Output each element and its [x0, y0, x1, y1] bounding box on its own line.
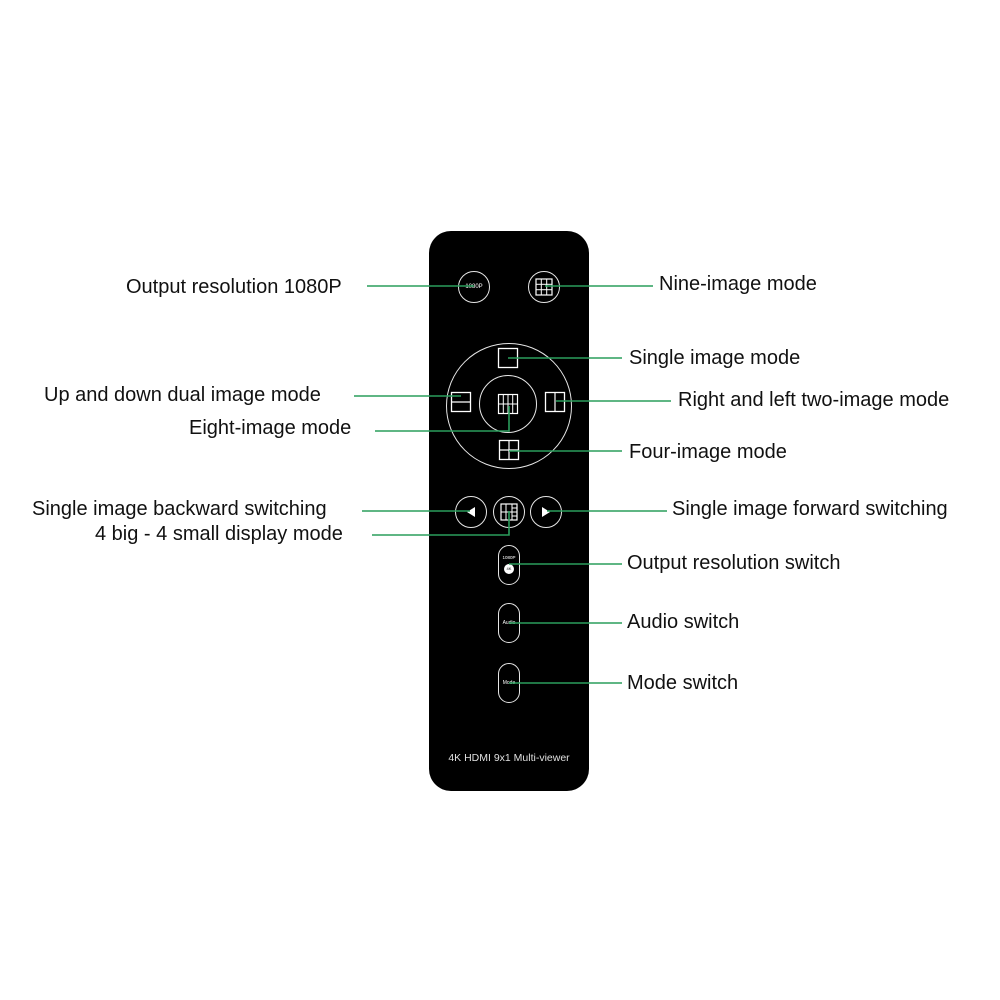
up-down-dual-image-button[interactable]: [450, 391, 472, 413]
label-four-big-four-small: 4 big - 4 small display mode: [95, 523, 343, 545]
four-image-mode-button[interactable]: [498, 439, 520, 461]
forward-switch-button[interactable]: [530, 496, 562, 528]
big-small-grid-icon: [500, 503, 518, 521]
label-up-down-dual: Up and down dual image mode: [44, 384, 321, 406]
four-big-four-small-button[interactable]: [493, 496, 525, 528]
remote-model-caption: 4K HDMI 9x1 Multi-viewer: [448, 752, 570, 764]
label-right-left-two: Right and left two-image mode: [678, 389, 950, 411]
label-forward: Single image forward switching: [672, 498, 948, 520]
audio-switch[interactable]: Audio: [498, 603, 520, 643]
label-mode-switch: Mode switch: [627, 672, 739, 694]
remote-control: 1080P: [429, 231, 589, 791]
res-top-label: 1080P: [502, 555, 516, 561]
label-nine-image: Nine-image mode: [659, 273, 817, 295]
nine-image-mode-button[interactable]: [528, 271, 560, 303]
label-eight-image: Eight-image mode: [189, 417, 352, 439]
nine-grid-icon: [535, 278, 553, 296]
four-grid-icon: [498, 439, 520, 461]
label-output-1080p: Output resolution 1080P: [126, 276, 342, 298]
res-bottom-label: 4K: [506, 566, 512, 572]
output-1080p-button[interactable]: 1080P: [458, 271, 490, 303]
vertical-split-icon: [544, 391, 566, 413]
eight-grid-icon: [497, 393, 519, 415]
single-frame-icon: [497, 347, 519, 369]
single-image-mode-button[interactable]: [497, 347, 519, 369]
mode-label: Mode: [502, 679, 516, 686]
label-audio-switch: Audio switch: [627, 611, 740, 633]
output-resolution-switch[interactable]: 1080P 4K: [498, 545, 520, 585]
right-triangle-icon: [542, 507, 550, 517]
eight-image-mode-button[interactable]: [479, 375, 537, 433]
output-1080p-button-label: 1080P: [465, 284, 483, 290]
label-four-image: Four-image mode: [629, 441, 787, 463]
mode-switch[interactable]: Mode: [498, 663, 520, 703]
audio-label: Audio: [502, 619, 516, 626]
label-output-res-switch: Output resolution switch: [627, 552, 841, 574]
left-triangle-icon: [467, 507, 475, 517]
label-backward: Single image backward switching: [32, 498, 327, 520]
backward-switch-button[interactable]: [455, 496, 487, 528]
res-toggle-knob: 4K: [504, 563, 514, 574]
label-single-image: Single image mode: [629, 347, 801, 369]
right-left-two-image-button[interactable]: [544, 391, 566, 413]
horizontal-split-icon: [450, 391, 472, 413]
